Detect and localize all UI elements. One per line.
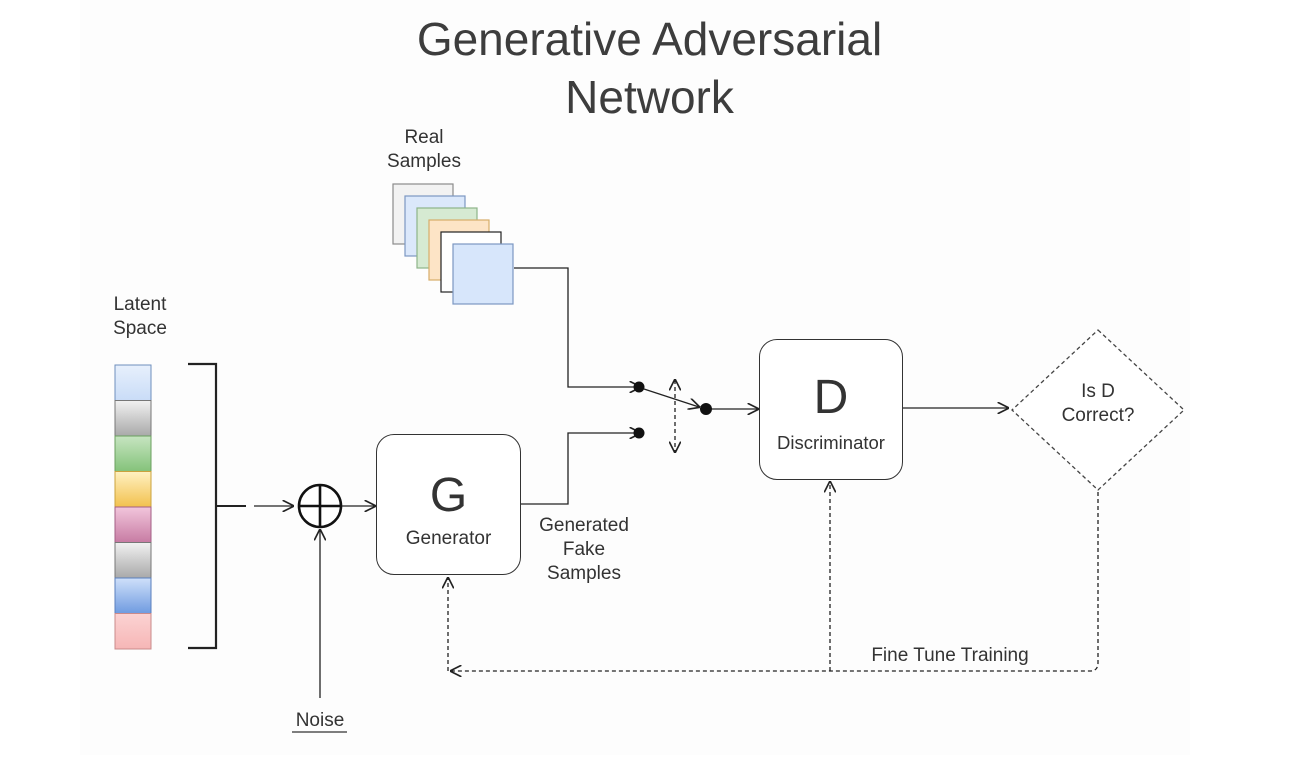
title-line-2: Network — [565, 71, 734, 123]
latent-cell — [114, 506, 152, 543]
decision-diamond — [1011, 329, 1185, 491]
generator-box — [376, 434, 521, 575]
discriminator-label: Discriminator — [777, 432, 885, 453]
discriminator-letter: D — [813, 371, 849, 424]
sample-switch — [633, 380, 712, 452]
latent-cell — [114, 471, 152, 508]
fake-samples-label-line-2: Fake — [562, 539, 606, 560]
latent-cell — [114, 435, 152, 472]
latent-space-vector — [114, 364, 152, 650]
latent-cell — [114, 542, 152, 579]
generator-label: Generator — [405, 528, 492, 549]
latent-space-label-line-2: Space — [113, 318, 167, 339]
real-to-switch-arrow — [514, 267, 640, 387]
diagram-panel — [80, 0, 1190, 755]
decision-label-line-2: Correct? — [1061, 405, 1135, 426]
feedback-loop-line — [451, 492, 1099, 671]
latent-cell — [114, 577, 152, 614]
latent-bracket — [188, 362, 218, 650]
real-samples-stack — [392, 183, 514, 305]
generator-to-switch-arrow — [521, 433, 640, 505]
latent-cell — [114, 613, 152, 650]
noise-label: Noise — [295, 710, 345, 731]
real-samples-label-line-1: Real — [404, 127, 444, 148]
latent-cell — [114, 364, 152, 401]
real-sample-card — [452, 243, 514, 305]
generator-letter: G — [429, 469, 468, 522]
title-line-1: Generative Adversarial — [416, 13, 883, 65]
fake-samples-label-line-1: Generated — [539, 515, 629, 536]
real-samples-label-line-2: Samples — [387, 151, 461, 172]
sum-node — [297, 483, 343, 529]
fake-samples-label-line-3: Samples — [547, 563, 621, 584]
latent-cell — [114, 400, 152, 437]
fine-tune-training-label: Fine Tune Training — [871, 645, 1029, 666]
discriminator-box — [759, 339, 903, 480]
latent-space-label-line-1: Latent — [113, 294, 167, 315]
decision-label-line-1: Is D — [1081, 381, 1115, 402]
